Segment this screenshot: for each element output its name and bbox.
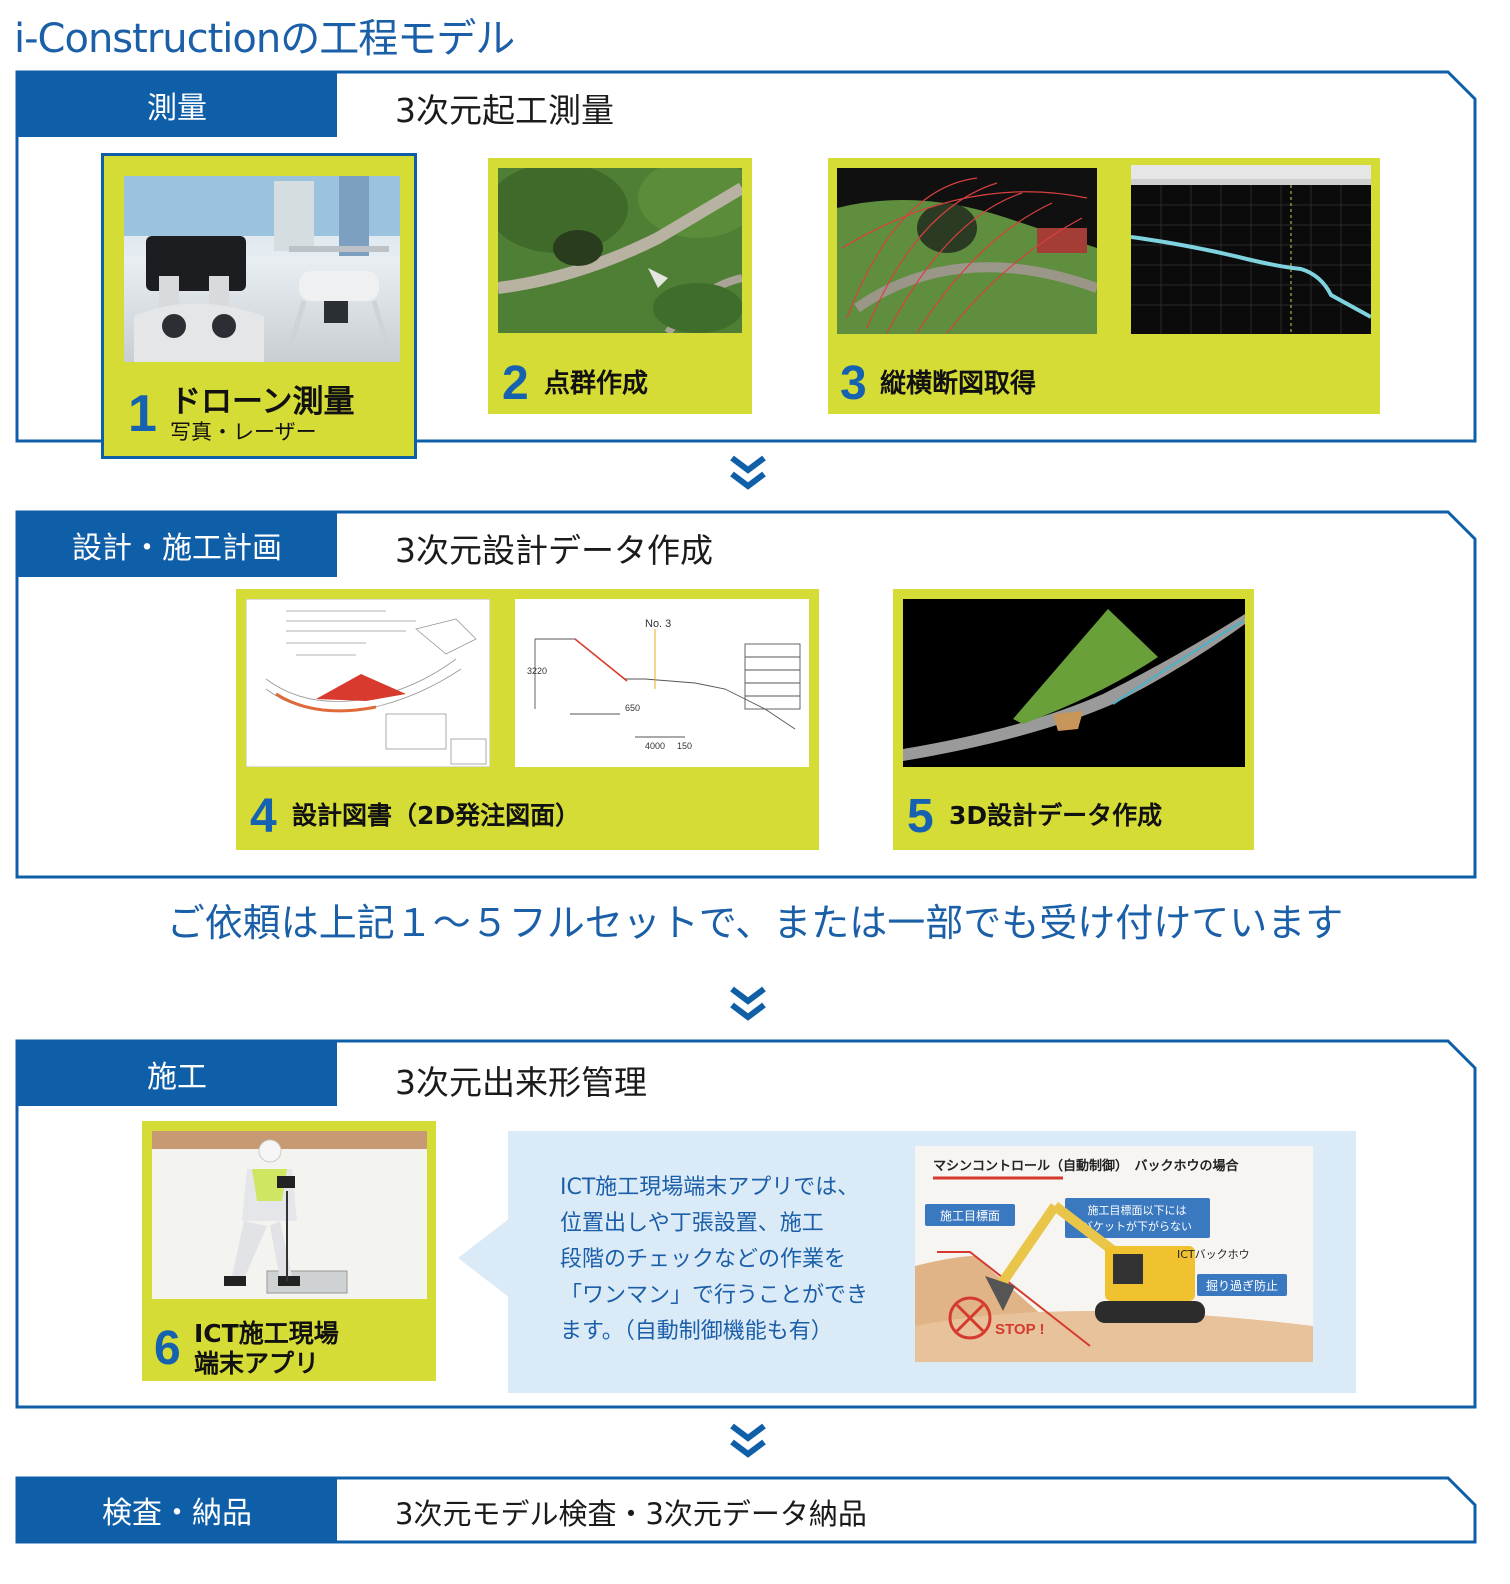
step-label: ICT施工現場 xyxy=(194,1319,339,1348)
phase-frame-construction xyxy=(15,1039,1477,1409)
target-surface-label: 施工目標面 xyxy=(940,1209,1000,1223)
ict-description-line: 「ワンマン」で行うことができ xyxy=(560,1283,869,1308)
step-label-line2: 端末アプリ xyxy=(194,1349,320,1378)
stop-label: STOP ! xyxy=(995,1321,1044,1338)
step-label: 縦横断図取得 xyxy=(880,369,1037,399)
step-card-drone: 1 ドローン測量 写真・レーザー xyxy=(101,153,417,459)
step-label: 設計図書（2D発注図面） xyxy=(292,801,581,830)
dim-4000: 4000 xyxy=(645,741,665,751)
ict-description-text: ICT施工現場端末アプリでは、 位置出しや丁張設置、施工 段階のチェックなどの作… xyxy=(560,1170,880,1350)
ict-description-line: ICT施工現場端末アプリでは、 xyxy=(560,1175,860,1200)
step-number: 2 xyxy=(502,357,529,410)
overdig-prevention-label: 掘り過ぎ防止 xyxy=(1206,1278,1278,1293)
step-label: 点群作成 xyxy=(544,369,649,399)
section-number: No. 3 xyxy=(645,618,671,630)
chevron-down-icon xyxy=(730,1423,766,1458)
machine-control-title: マシンコントロール（自動制御） バックホウの場合 xyxy=(933,1158,1240,1174)
dim-3220: 3220 xyxy=(527,666,547,676)
worker-with-tablet-image xyxy=(152,1131,427,1299)
step-sublabel: 写真・レーザー xyxy=(170,420,317,444)
worker-photo xyxy=(152,1131,427,1299)
step-number: 5 xyxy=(907,790,934,843)
phase-heading-design: 3次元設計データ作成 xyxy=(395,531,713,570)
ict-description-line: 段階のチェックなどの作業を xyxy=(560,1247,847,1272)
step-number: 6 xyxy=(154,1322,181,1375)
cross-section-model xyxy=(837,168,1097,334)
step-card-point-cloud: 2 点群作成 xyxy=(488,158,752,414)
drone-photo xyxy=(124,176,400,362)
chevron-down-icon xyxy=(730,455,766,490)
phase-tag-construction: 施工 xyxy=(17,1041,337,1106)
step-label: ドローン測量 xyxy=(170,384,355,420)
point-cloud-image xyxy=(498,168,742,333)
step-card-cross-section: 3 縦横断図取得 xyxy=(828,158,1380,414)
ict-description-line: 位置出しや丁張設置、施工 xyxy=(560,1211,824,1236)
ict-backhoe-label: ICTバックホウ xyxy=(1177,1248,1250,1261)
order-notice: ご依頼は上記１～５フルセットで、または一部でも受け付けています xyxy=(166,901,1344,945)
step-card-3d-design: 5 3D設計データ作成 xyxy=(893,589,1254,850)
phase-frame-survey xyxy=(15,70,1477,443)
machine-control-illustration: マシンコントロール（自動制御） バックホウの場合 施工目標面 施工目標面以下には… xyxy=(915,1146,1313,1362)
plan-drawing xyxy=(246,599,490,767)
phase-tag-design: 設計・施工計画 xyxy=(17,512,337,577)
excavator-diagram: マシンコントロール（自動制御） バックホウの場合 施工目標面 施工目標面以下には… xyxy=(915,1146,1313,1362)
bubble-pointer xyxy=(458,1218,510,1298)
plan-drawing-image xyxy=(246,599,490,767)
step-number: 1 xyxy=(128,385,157,443)
longitudinal-profile-screen xyxy=(1131,165,1371,334)
phase-frame-design xyxy=(15,510,1477,879)
step-number: 3 xyxy=(840,357,867,410)
step-number: 4 xyxy=(250,790,277,843)
page-title: i-Constructionの工程モデル xyxy=(14,16,515,62)
step-label: 3D設計データ作成 xyxy=(949,801,1163,830)
3d-model-image xyxy=(903,599,1245,767)
step-card-ict-app: 6 ICT施工現場 端末アプリ xyxy=(142,1121,436,1381)
terrain-section-image xyxy=(837,168,1097,334)
bucket-note-line2: バケットが下がらない xyxy=(1082,1219,1192,1233)
ict-description-line: ます。（自動制御機能も有） xyxy=(560,1319,833,1344)
dim-650: 650 xyxy=(625,703,640,713)
phase-tag-inspection: 検査・納品 xyxy=(17,1478,337,1542)
profile-chart-image xyxy=(1131,165,1371,334)
phase-heading-survey: 3次元起工測量 xyxy=(395,91,614,130)
chevron-down-icon xyxy=(730,986,766,1021)
section-drawing-image: No. 3 3220 650 4000 150 xyxy=(515,599,809,767)
phase-tag-survey: 測量 xyxy=(17,72,337,137)
point-cloud-photo xyxy=(498,168,742,333)
bucket-note-line1: 施工目標面以下には xyxy=(1088,1203,1187,1217)
cross-section-drawing: No. 3 3220 650 4000 150 xyxy=(515,599,809,767)
step-card-design-drawings: No. 3 3220 650 4000 150 4 設計図書（2D発注図面） xyxy=(236,589,819,850)
dim-150: 150 xyxy=(677,741,692,751)
phase-heading-inspection: 3次元モデル検査・3次元データ納品 xyxy=(395,1497,867,1531)
drone-controller-icon xyxy=(124,176,400,362)
phase-heading-construction: 3次元出来形管理 xyxy=(395,1063,647,1102)
3d-design-model xyxy=(903,599,1245,767)
